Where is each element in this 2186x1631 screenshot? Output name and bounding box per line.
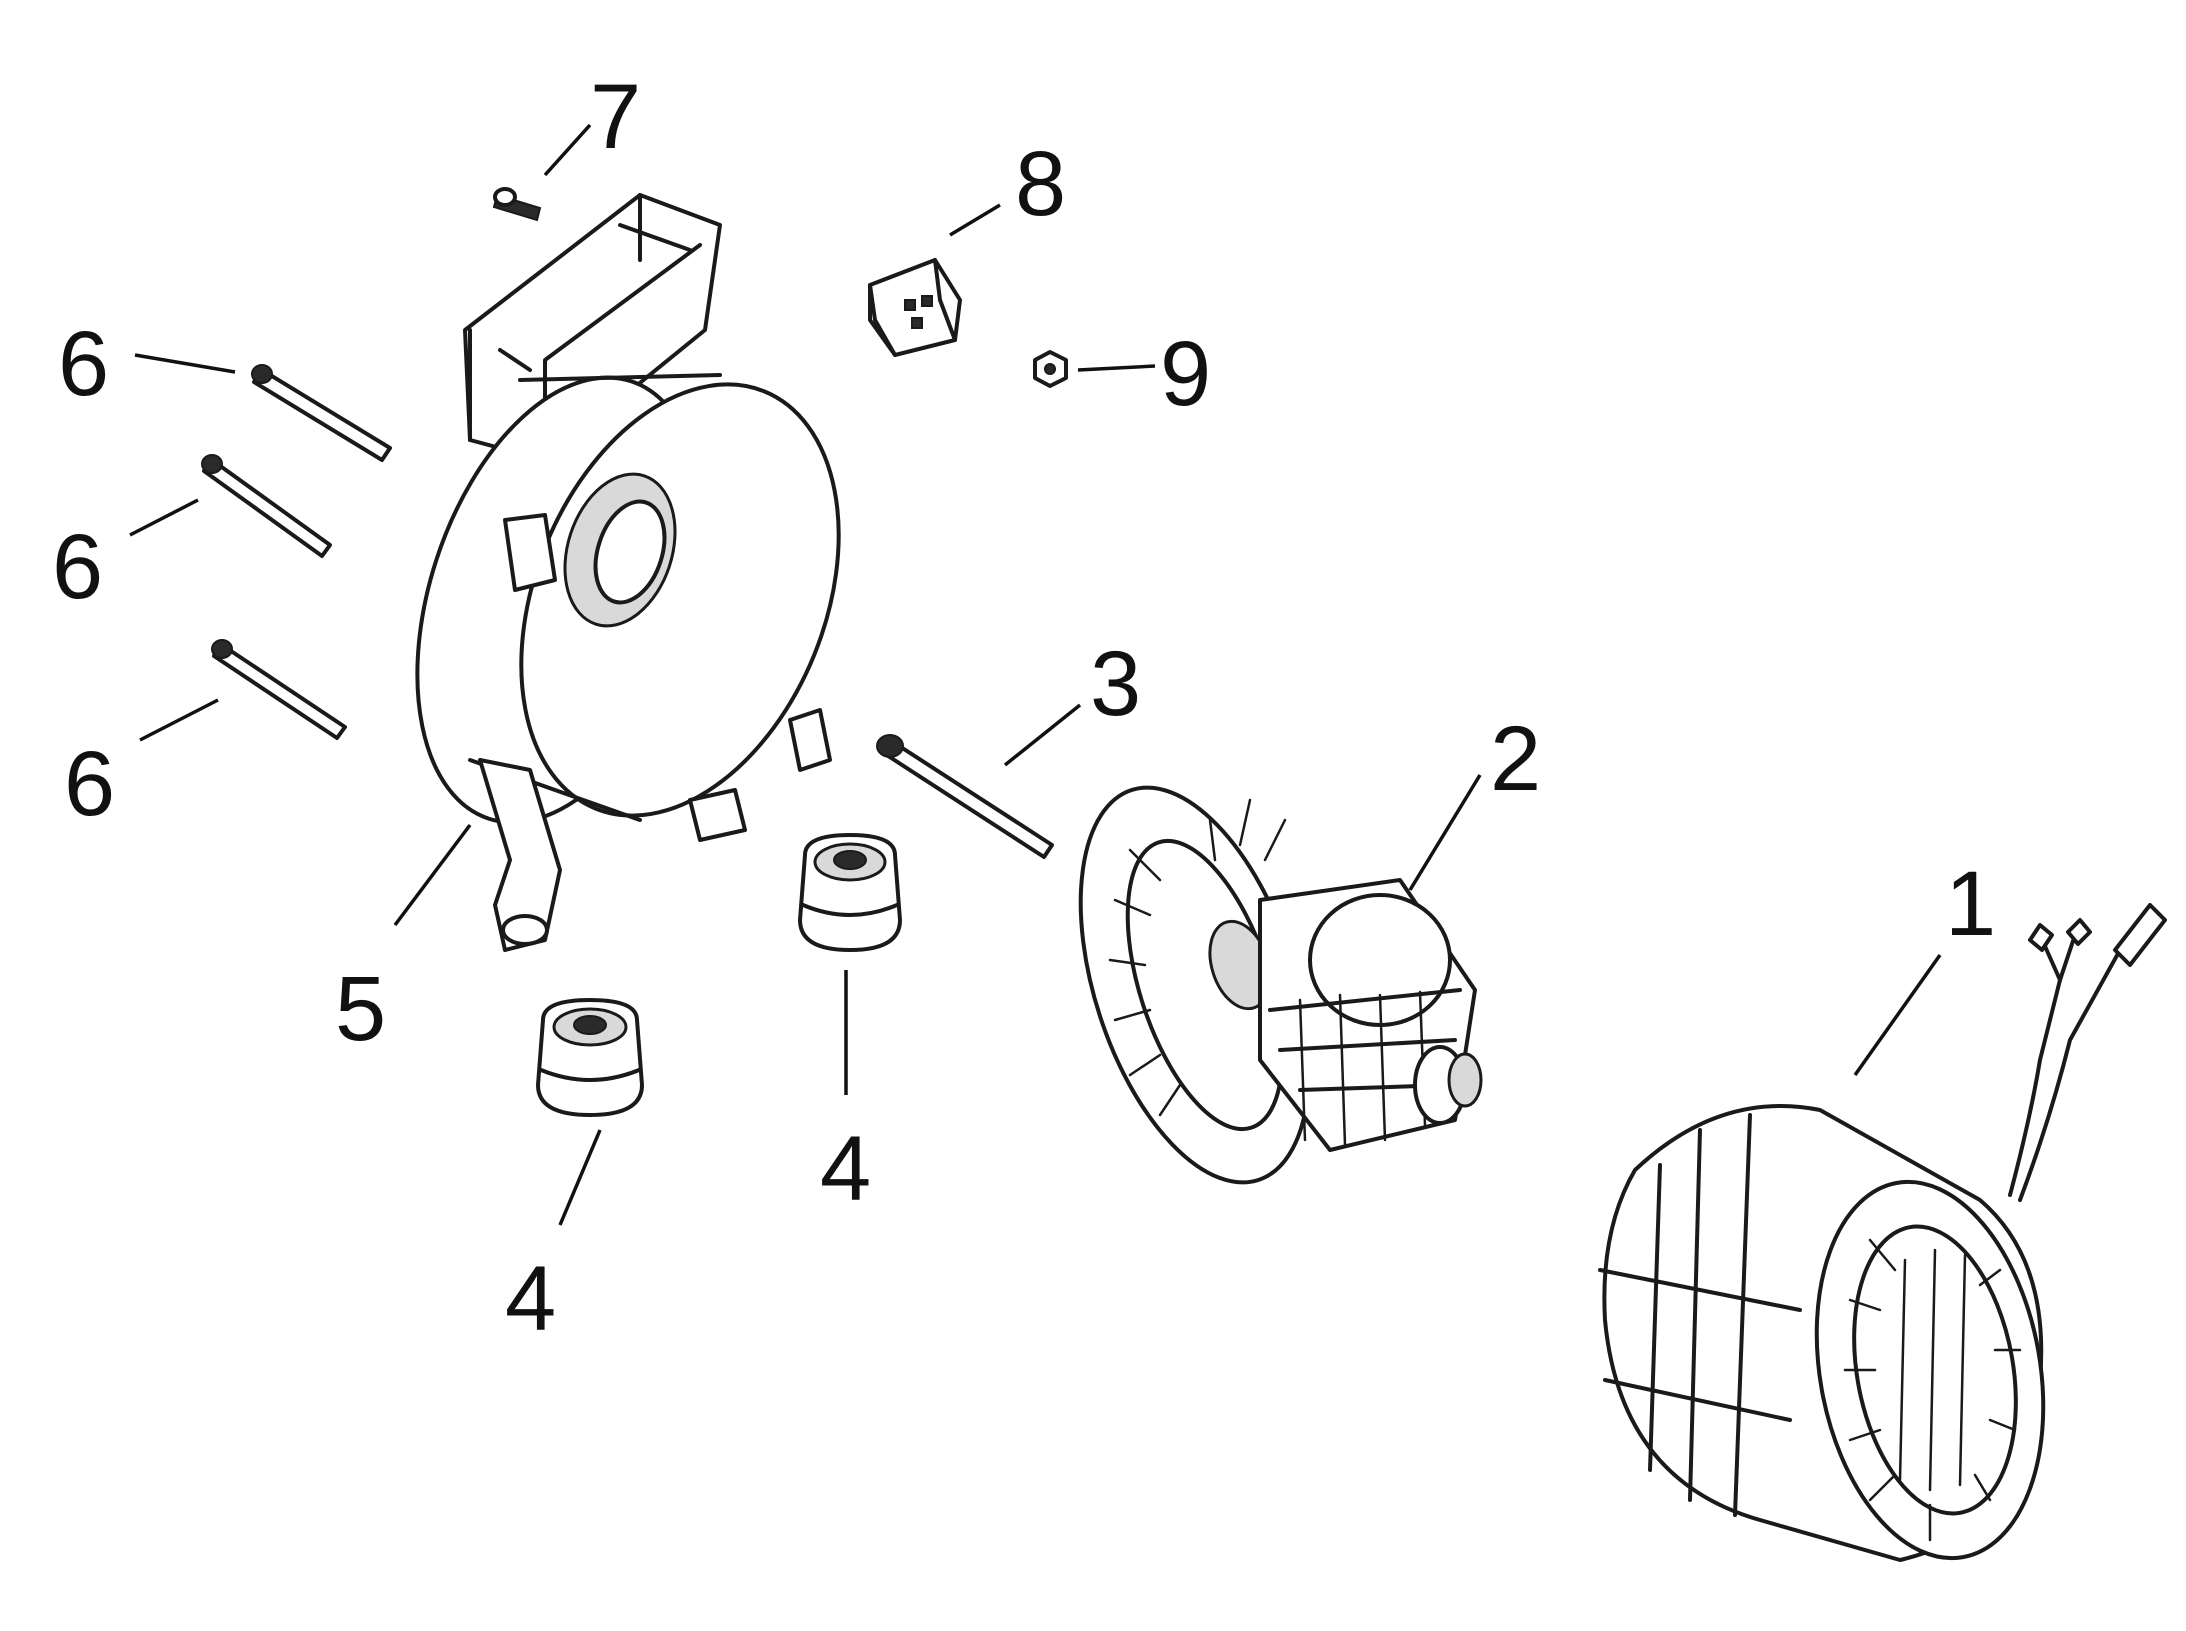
leader-3 xyxy=(1003,703,1082,767)
callout-4-left: 4 xyxy=(505,1248,556,1350)
long-bolt-upper xyxy=(251,364,392,462)
through-bolt xyxy=(876,734,1054,859)
nut xyxy=(1033,350,1068,388)
terminal-block xyxy=(868,258,962,357)
callout-7: 7 xyxy=(590,66,641,168)
callout-2: 2 xyxy=(1490,708,1541,810)
callout-6-upper: 6 xyxy=(58,313,109,415)
leader-9 xyxy=(1077,364,1156,372)
long-bolt-lower xyxy=(211,639,347,740)
leader-1 xyxy=(1853,953,1942,1077)
callout-6-middle: 6 xyxy=(52,516,103,618)
callout-1: 1 xyxy=(1945,853,1996,955)
leader-lines xyxy=(129,123,1942,1226)
leader-6c xyxy=(139,698,219,742)
leader-4b xyxy=(558,1129,602,1226)
leader-8 xyxy=(949,203,1001,237)
callout-8: 8 xyxy=(1015,133,1066,235)
leader-7 xyxy=(543,123,592,177)
stator xyxy=(1598,903,2167,1562)
long-bolt-middle xyxy=(201,454,332,558)
leader-6a xyxy=(134,353,236,374)
end-housing xyxy=(415,193,841,952)
callout-6-lower: 6 xyxy=(64,733,115,835)
rubber-mount-left xyxy=(536,998,644,1117)
callout-5: 5 xyxy=(335,958,386,1060)
leader-6b xyxy=(129,498,199,537)
callout-9: 9 xyxy=(1160,323,1211,425)
callout-numbers: 7 8 9 6 6 6 5 3 2 1 4 4 xyxy=(52,66,1996,1350)
callout-4-right: 4 xyxy=(820,1118,871,1220)
screw-part-7 xyxy=(492,187,542,222)
callout-3: 3 xyxy=(1090,633,1141,735)
rotor-assembly xyxy=(1078,785,1483,1185)
rubber-mount-right xyxy=(798,833,902,952)
leader-2 xyxy=(1408,774,1482,891)
leader-5 xyxy=(393,823,472,927)
